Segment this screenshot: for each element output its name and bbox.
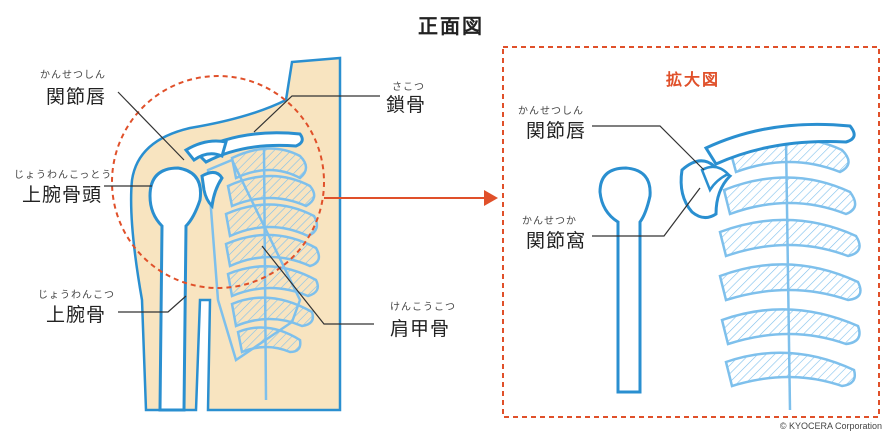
humeral-head-label: 上腕骨頭 xyxy=(22,180,102,207)
glenoid-ruby: かんせつか xyxy=(522,212,577,227)
humeral-head-ruby: じょうわんこっとう xyxy=(14,166,112,181)
glenoid-label: 関節窩 xyxy=(526,226,586,253)
humerus-label: 上腕骨 xyxy=(46,300,106,327)
clavicle-label: 鎖骨 xyxy=(386,90,426,117)
page-title: 正面図 xyxy=(418,10,484,39)
humerus-ruby: じょうわんこつ xyxy=(38,286,115,301)
zoom-title: 拡大図 xyxy=(666,66,720,90)
zoom-labrum-label: 関節唇 xyxy=(526,116,586,143)
zoom-arrow-head xyxy=(484,190,498,206)
scapula-label: 肩甲骨 xyxy=(390,314,450,341)
zoom-humerus-shape xyxy=(600,168,650,392)
scapula-ruby: けんこうこつ xyxy=(390,298,456,313)
copyright-text: © KYOCERA Corporation xyxy=(780,421,882,431)
labrum-label: 関節唇 xyxy=(46,82,106,109)
labrum-ruby: かんせつしん xyxy=(40,66,106,81)
zoom-labrum-ruby: かんせつしん xyxy=(518,102,584,117)
